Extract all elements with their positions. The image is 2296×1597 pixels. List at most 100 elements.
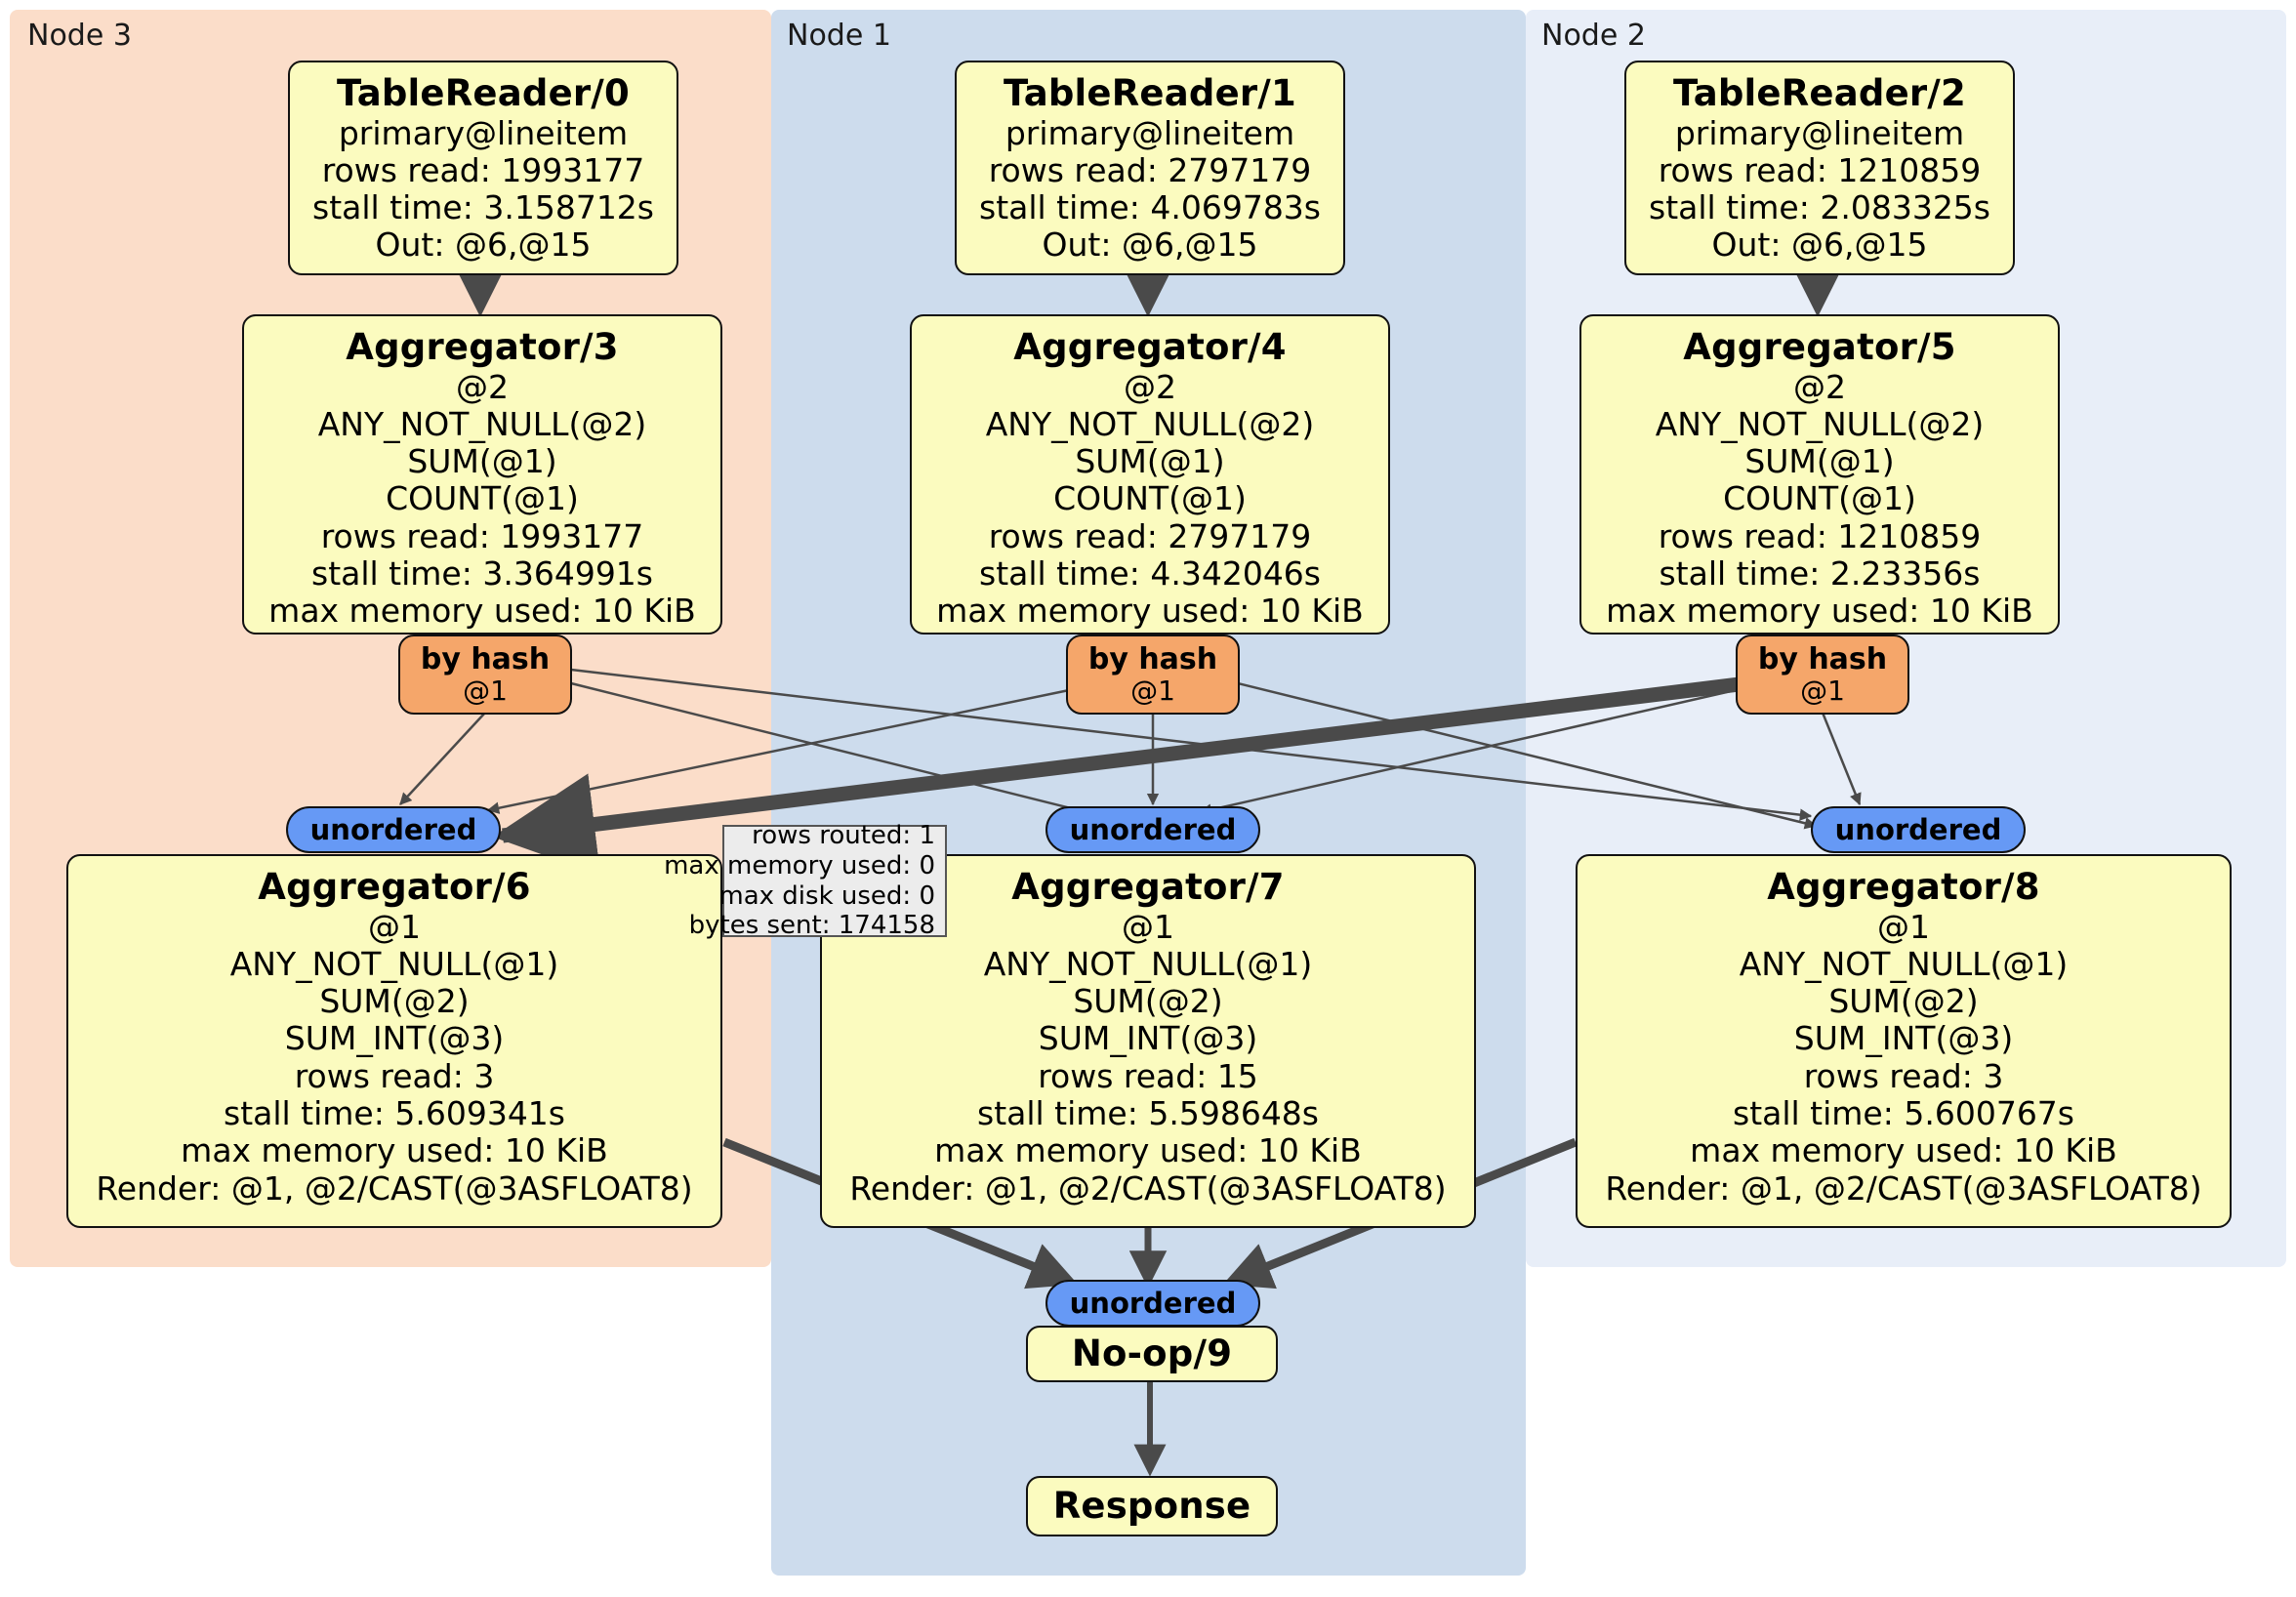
node-line: stall time: 4.342046s [979,553,1321,593]
receiver-unordered-left[interactable]: unordered [286,806,501,853]
cluster-label-node1: Node 1 [787,19,891,53]
node-tablereader-1[interactable]: TableReader/1 primary@lineitem rows read… [955,61,1345,275]
node-tablereader-2[interactable]: TableReader/2 primary@lineitem rows read… [1624,61,2015,275]
router-by-hash-right[interactable]: by hash @1 [1736,635,1909,715]
node-no-op-9[interactable]: No-op/9 [1026,1326,1278,1382]
cluster-label-node3: Node 3 [27,19,132,53]
node-line: Out: @6,@15 [1042,225,1258,265]
node-line: stall time: 3.364991s [311,553,653,593]
node-line: @1 [368,907,421,946]
node-aggregator-4[interactable]: Aggregator/4 @2 ANY_NOT_NULL(@2) SUM(@1)… [910,314,1390,635]
node-aggregator-3[interactable]: Aggregator/3 @2 ANY_NOT_NULL(@2) SUM(@1)… [242,314,722,635]
node-line: SUM(@2) [1828,982,1979,1021]
receiver-label: unordered [1834,813,2002,846]
node-line: max memory used: 10 KiB [181,1131,608,1170]
node-line: rows read: 1210859 [1658,516,1982,555]
node-line: ANY_NOT_NULL(@2) [1655,404,1985,443]
node-line: rows read: 1993177 [320,516,644,555]
node-line: primary@lineitem [1674,113,1965,152]
node-line: stall time: 5.598648s [977,1093,1319,1132]
node-line: Render: @1, @2/CAST(@3ASFLOAT8) [96,1168,693,1208]
node-aggregator-5[interactable]: Aggregator/5 @2 ANY_NOT_NULL(@2) SUM(@1)… [1579,314,2060,635]
node-line: rows read: 3 [1803,1056,2004,1095]
node-line: max memory used: 10 KiB [934,1131,1362,1170]
node-line: SUM(@1) [1744,442,1895,481]
node-aggregator-8[interactable]: Aggregator/8 @1 ANY_NOT_NULL(@1) SUM(@2)… [1576,854,2232,1228]
stream-stats-tooltip: rows routed: 1 max memory used: 0 max di… [664,821,947,940]
node-line: stall time: 2.23356s [1659,553,1981,593]
cluster-label-node2: Node 2 [1541,19,1646,53]
node-line: primary@lineitem [338,113,629,152]
node-line: ANY_NOT_NULL(@2) [317,404,647,443]
node-title: TableReader/0 [337,72,630,114]
node-line: Out: @6,@15 [1711,225,1928,265]
node-title: TableReader/1 [1004,72,1296,114]
node-line: rows read: 15 [1038,1056,1258,1095]
node-line: @2 [1793,367,1846,406]
node-line: ANY_NOT_NULL(@1) [1739,944,2069,983]
tooltip-line: bytes sent: 174158 [688,911,935,941]
node-line: SUM(@2) [1073,982,1223,1021]
node-line: SUM(@1) [407,442,557,481]
node-line: stall time: 5.609341s [224,1093,565,1132]
router-column: @1 [1800,675,1845,708]
node-line: stall time: 3.158712s [312,188,654,227]
node-line: stall time: 5.600767s [1733,1093,2074,1132]
router-column: @1 [463,675,508,708]
node-line: @2 [1124,367,1176,406]
node-line: SUM(@1) [1075,442,1225,481]
node-title: Aggregator/6 [258,866,531,908]
node-line: ANY_NOT_NULL(@2) [985,404,1315,443]
node-title: Aggregator/7 [1011,866,1285,908]
receiver-unordered-final[interactable]: unordered [1046,1280,1260,1327]
receiver-label: unordered [1069,813,1237,846]
node-title: Aggregator/3 [346,326,619,368]
receiver-unordered-right[interactable]: unordered [1811,806,2026,853]
node-line: primary@lineitem [1004,113,1295,152]
receiver-label: unordered [1069,1287,1237,1320]
node-line: rows read: 1993177 [321,150,645,189]
router-label: by hash [420,641,551,676]
node-line: ANY_NOT_NULL(@1) [229,944,559,983]
node-line: Out: @6,@15 [375,225,592,265]
node-line: SUM_INT(@3) [284,1019,505,1058]
node-aggregator-6[interactable]: Aggregator/6 @1 ANY_NOT_NULL(@1) SUM(@2)… [66,854,722,1228]
node-tablereader-0[interactable]: TableReader/0 primary@lineitem rows read… [288,61,678,275]
node-line: COUNT(@1) [1723,479,1916,518]
router-by-hash-center[interactable]: by hash @1 [1066,635,1240,715]
node-line: @2 [456,367,509,406]
node-line: ANY_NOT_NULL(@1) [983,944,1313,983]
node-line: SUM_INT(@3) [1793,1019,2014,1058]
node-line: stall time: 2.083325s [1649,188,1990,227]
router-by-hash-left[interactable]: by hash @1 [398,635,572,715]
tooltip-line: rows routed: 1 [752,821,935,851]
node-title: Aggregator/4 [1013,326,1287,368]
node-line: max memory used: 10 KiB [1606,592,2033,631]
node-line: stall time: 4.069783s [979,188,1321,227]
node-line: Render: @1, @2/CAST(@3ASFLOAT8) [1605,1168,2202,1208]
node-line: COUNT(@1) [386,479,579,518]
tooltip-line: max disk used: 0 [718,880,935,911]
node-title: Aggregator/5 [1683,326,1956,368]
node-line: SUM_INT(@3) [1038,1019,1258,1058]
node-line: rows read: 1210859 [1658,150,1982,189]
receiver-unordered-center[interactable]: unordered [1046,806,1260,853]
router-label: by hash [1087,641,1218,676]
node-title: Response [1052,1485,1251,1528]
node-line: rows read: 2797179 [988,516,1312,555]
router-label: by hash [1757,641,1888,676]
node-line: max memory used: 10 KiB [1690,1131,2117,1170]
node-line: max memory used: 10 KiB [268,592,696,631]
receiver-label: unordered [309,813,477,846]
node-line: SUM(@2) [319,982,470,1021]
node-line: @1 [1122,907,1174,946]
node-title: TableReader/2 [1673,72,1966,114]
node-line: rows read: 3 [294,1056,495,1095]
tooltip-line: max memory used: 0 [664,850,935,880]
node-line: @1 [1877,907,1930,946]
node-response[interactable]: Response [1026,1476,1278,1536]
router-column: @1 [1130,675,1175,708]
node-title: Aggregator/8 [1767,866,2040,908]
node-line: COUNT(@1) [1053,479,1247,518]
